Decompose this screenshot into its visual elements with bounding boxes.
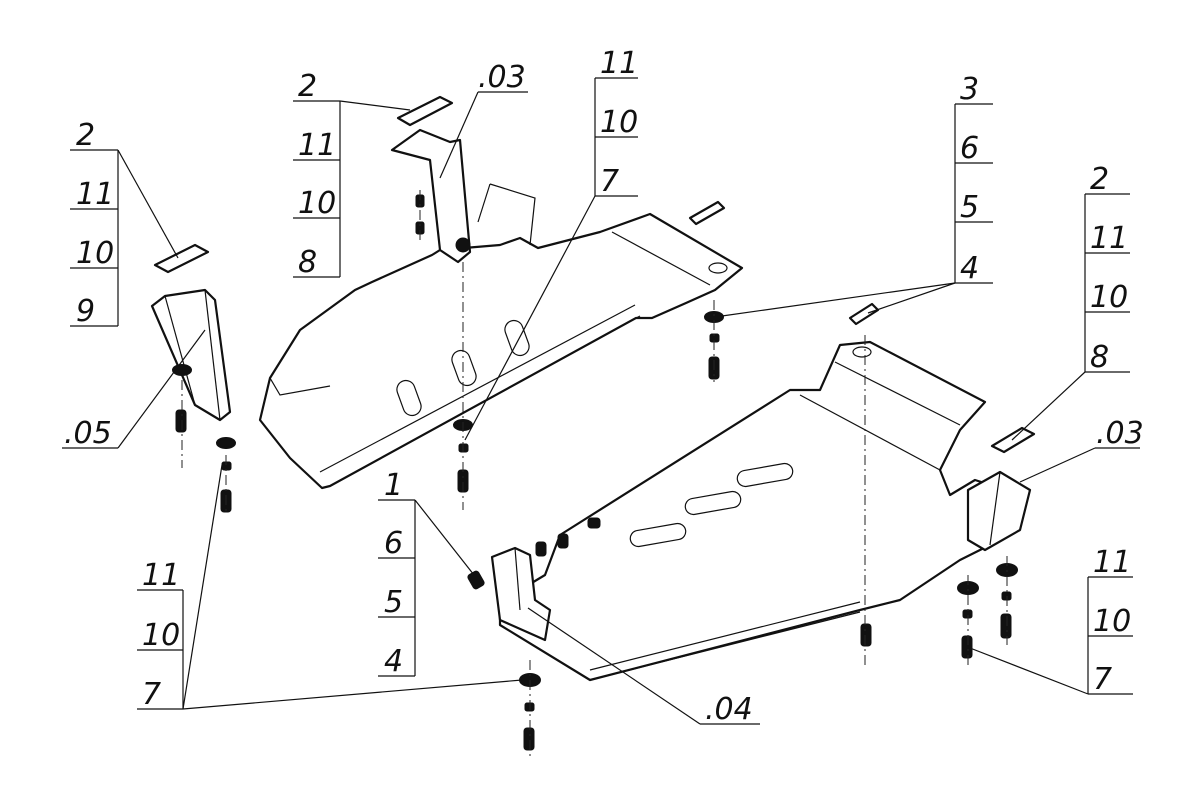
- callout-label: 2: [298, 69, 317, 104]
- right-skid-plate: [498, 340, 1007, 682]
- callout-label: 8: [1090, 340, 1109, 375]
- callout-label: 7: [1093, 662, 1112, 697]
- callout-label: 2: [76, 118, 95, 153]
- callout-label: 1: [384, 468, 403, 503]
- callout-label: 5: [384, 585, 403, 620]
- leader-lines: [62, 77, 1140, 725]
- callout-label: .03: [478, 60, 526, 95]
- callout-label: 4: [960, 251, 979, 286]
- bracket-right-rear: [966, 470, 1032, 552]
- callout-label: .04: [705, 692, 753, 727]
- callout-label: 11: [142, 558, 180, 593]
- bracket-right-front: [490, 546, 552, 642]
- callout-label: 4: [384, 644, 403, 679]
- callout-label: 10: [298, 186, 336, 221]
- callout-label: 10: [600, 105, 638, 140]
- callout-label: 11: [1093, 545, 1131, 580]
- callout-label: 10: [76, 236, 114, 271]
- bracket-left-front: [390, 128, 472, 264]
- callout-label: 2: [1090, 162, 1109, 197]
- callout-label: 10: [1093, 604, 1131, 639]
- callout-label: 3: [960, 72, 979, 107]
- callout-label: 6: [960, 131, 979, 166]
- callout-label: 10: [142, 618, 180, 653]
- callout-labels: 2 11 10 9 2 11 10 8 .03 11 10 7 3 6 5 4 …: [64, 46, 1144, 727]
- callout-label: 11: [76, 177, 114, 212]
- callout-label: 5: [960, 190, 979, 225]
- callout-label: 11: [298, 128, 336, 163]
- callout-label: 11: [1090, 221, 1128, 256]
- callout-label: 10: [1090, 280, 1128, 315]
- bracket-left-rear: [150, 288, 232, 422]
- callout-label: 7: [600, 164, 619, 199]
- left-skid-plate: [258, 183, 744, 490]
- callout-label: .03: [1096, 416, 1144, 451]
- callout-label: 6: [384, 526, 403, 561]
- callout-label: .05: [64, 416, 112, 451]
- callout-label: 8: [298, 245, 317, 280]
- callout-label: 7: [142, 677, 161, 712]
- centerlines: [181, 190, 1008, 760]
- callout-label: 11: [600, 46, 638, 81]
- callout-label: 9: [76, 294, 95, 329]
